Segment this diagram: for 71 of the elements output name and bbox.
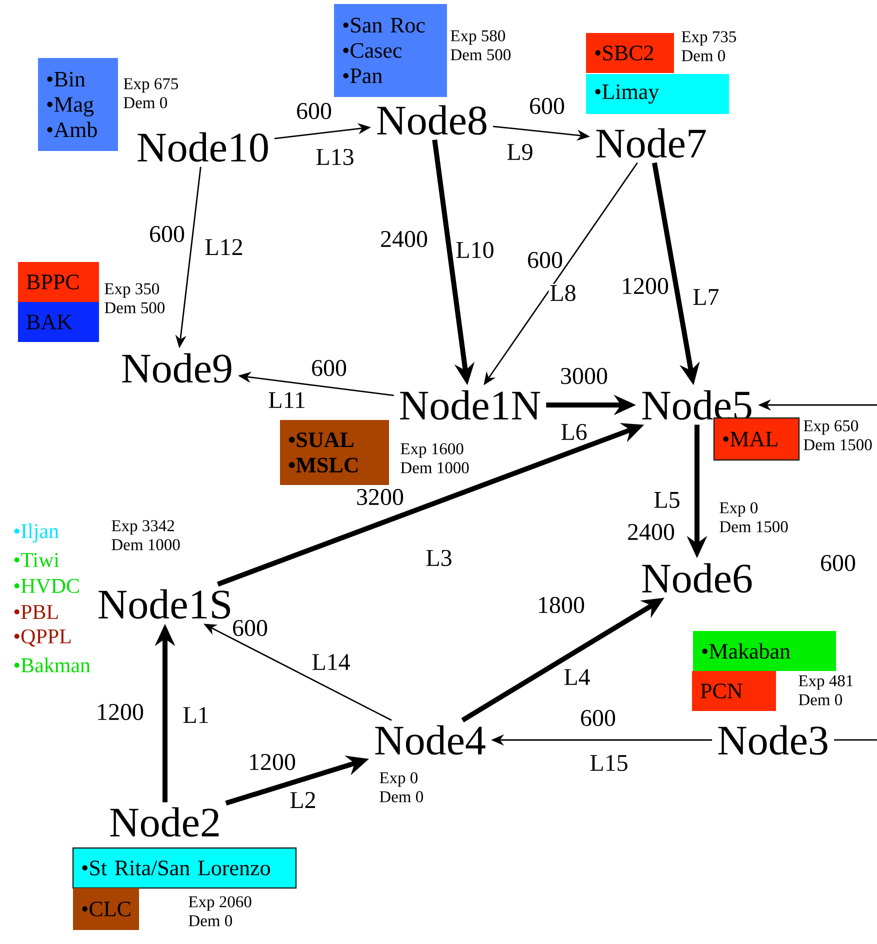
exp-dem-text: Exp 735 Dem 0 [682, 31, 736, 62]
edge-label: L11 [267, 391, 307, 409]
plant-box: •CLC [73, 888, 139, 930]
plant-box: •SUAL •MSLC [280, 420, 389, 485]
edge-label: L1 [182, 706, 210, 724]
node-name: Node8 [377, 105, 486, 135]
flow-value: 600 [312, 360, 346, 376]
edge-label: L4 [562, 668, 592, 686]
flow-value: 1200 [98, 704, 144, 720]
flow-value: 600 [297, 102, 332, 120]
plant-box: BAK [18, 302, 99, 342]
plant-name: •QPPL [14, 629, 71, 647]
plant-box: •Limay [586, 74, 729, 114]
plant-box: •St Rita/San Lorenzo [72, 847, 297, 889]
node-name: Node1N [400, 390, 540, 420]
edge-label: L2 [288, 791, 318, 809]
exp-dem-text: Exp 1600 Dem 1000 [400, 443, 469, 474]
exp-dem-text: Exp 580 Dem 500 [450, 30, 511, 60]
flow-value: 2400 [628, 524, 674, 540]
plant-name: •Tiwi [14, 552, 60, 568]
edge-label: L9 [506, 142, 534, 162]
edge-label: L12 [204, 238, 244, 256]
exp-dem-text: Exp 0 Dem 1500 [720, 502, 788, 532]
exp-dem-text: Exp 2060 Dem 0 [188, 896, 252, 926]
exp-dem-text: Exp 350 Dem 500 [104, 283, 165, 314]
plant-box: •San Roc •Casec •Pan [334, 4, 447, 97]
node-name: Node5 [642, 390, 752, 420]
plant-box: •Bin •Mag •Amb [38, 58, 118, 151]
plant-name: •Bakman [14, 658, 90, 672]
node-name: Node10 [138, 132, 268, 162]
plant-name: •PBL [14, 605, 58, 619]
node-name: Node9 [122, 353, 232, 383]
exp-dem-text: Exp 0 Dem 0 [380, 772, 424, 802]
edge-label: L3 [424, 548, 454, 568]
plant-box: •SBC2 [586, 33, 674, 73]
exp-dem-text: Exp 650 Dem 1500 [804, 420, 872, 450]
edge-label: L7 [692, 288, 720, 306]
flow-value: 2400 [381, 230, 428, 248]
plant-name: •Iljan [14, 523, 59, 543]
edge-label: L13 [314, 148, 356, 166]
flow-value: 3000 [561, 368, 608, 384]
edge-label: L6 [560, 422, 588, 442]
node-name: Node1S [98, 589, 230, 619]
flow-value: 3200 [357, 488, 404, 506]
node-name: Node4 [375, 725, 486, 755]
node-name: Node3 [718, 725, 828, 755]
flow-value: 600 [581, 710, 616, 726]
plant-box: •MAL [713, 417, 800, 461]
plant-name: •HVDC [14, 578, 79, 594]
flow-value: 600 [150, 226, 184, 242]
node-name: Node7 [596, 128, 706, 158]
exp-dem-text: Exp 675 Dem 0 [124, 78, 178, 108]
flow-value: 600 [528, 252, 562, 268]
flow-value: 600 [233, 620, 268, 636]
flow-value: 1200 [623, 278, 668, 294]
exp-dem-text: Exp 481 Dem 0 [798, 675, 853, 706]
edge-label: L14 [310, 653, 352, 671]
exp-dem-text: Exp 3342 Dem 1000 [112, 520, 180, 550]
plant-box: PCN [692, 671, 776, 711]
node-name: Node6 [642, 563, 752, 593]
plant-box: BPPC [18, 262, 99, 302]
flow-value: 1200 [250, 754, 296, 770]
node-name: Node2 [110, 807, 219, 837]
flow-value: 1800 [539, 596, 584, 614]
plant-box: •Makaban [693, 631, 836, 671]
flow-value: 600 [821, 554, 856, 572]
edge-label: L5 [652, 491, 682, 509]
flow-value: 600 [530, 98, 564, 114]
edge-label: L10 [454, 240, 496, 260]
edge-label: L15 [588, 754, 630, 772]
edge-label: L8 [548, 284, 578, 302]
